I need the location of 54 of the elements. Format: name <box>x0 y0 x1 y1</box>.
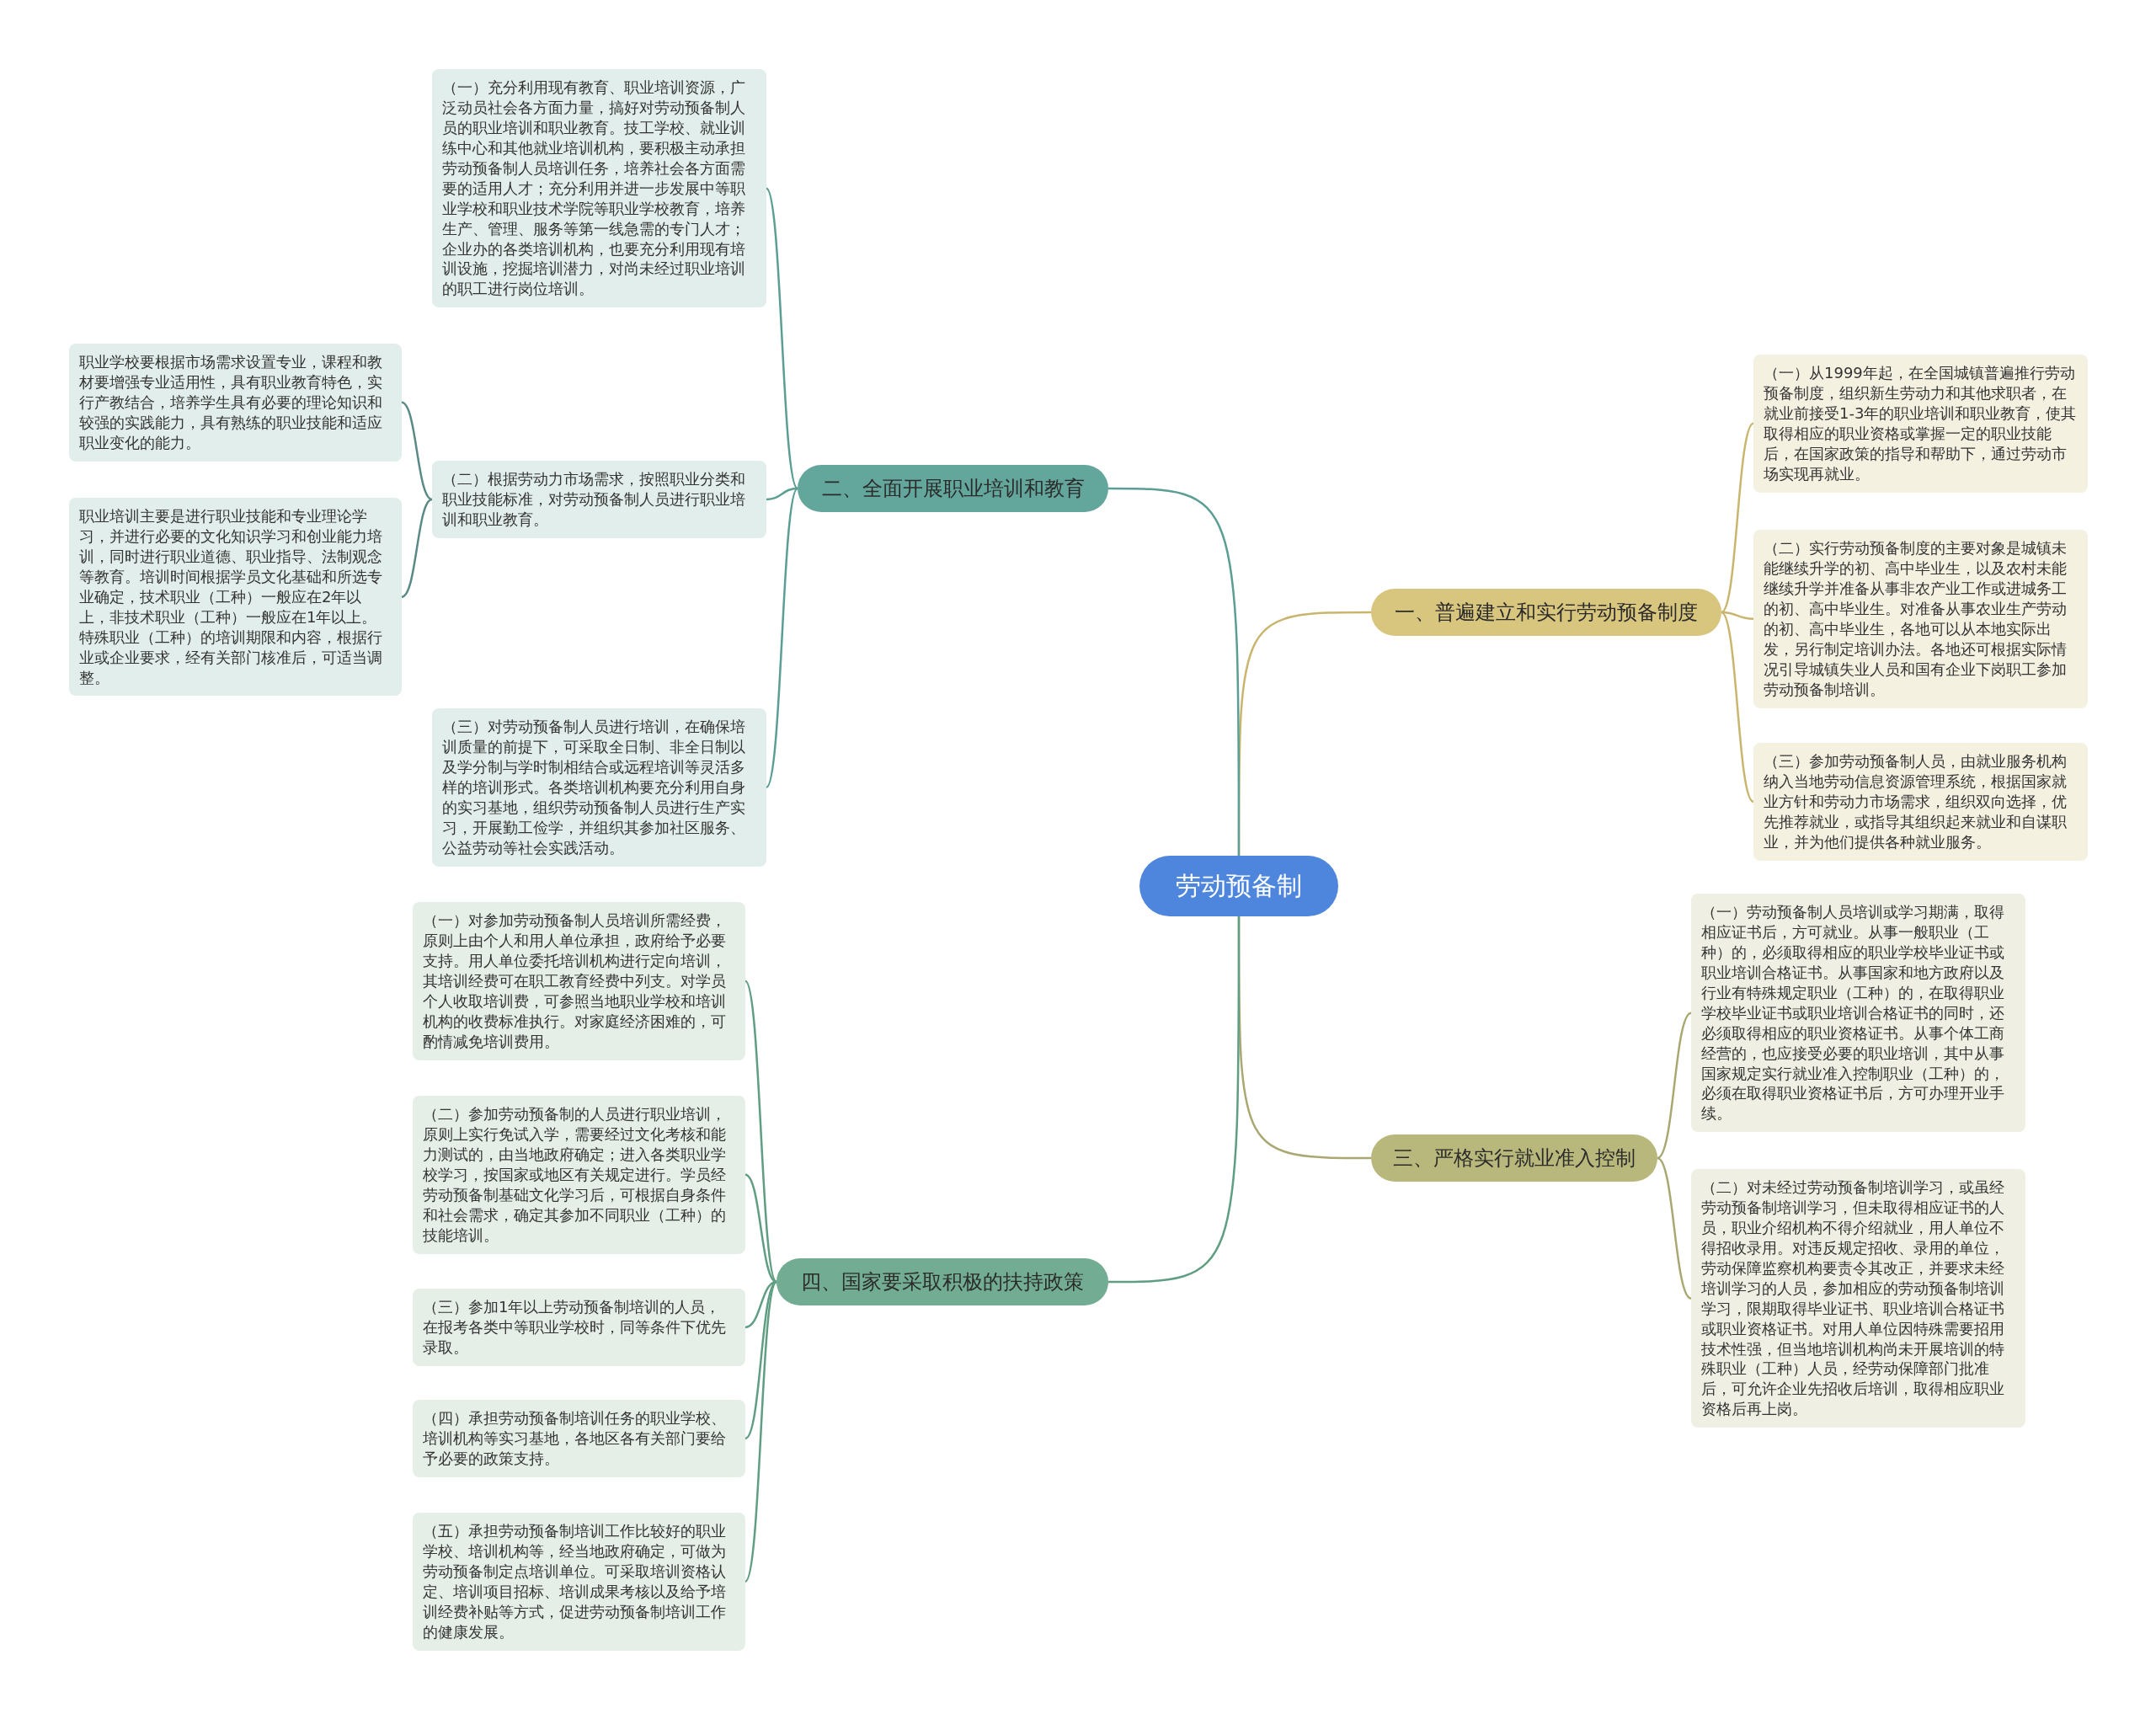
paragraph: （三）对劳动预备制人员进行培训，在确保培训质量的前提下，可采取全日制、非全日制以及学分制与学时制相结合或远程培训等灵活多样的培训形式。各类培训机构要充分利用自身的实习基地，组织劳动预备制人员进行生产实习，开展勤工俭学，并组织其参加社区服务、公益劳动等社会实践活动。 <box>442 717 746 858</box>
paragraph: 职业学校要根据市场需求设置专业，课程和教材要增强专业适用性，具有职业教育特色，实行产教结合，培养学生具有必要的理论知识和较强的实践能力，具有熟练的职业技能和适应职业变化的能力。 <box>79 352 383 453</box>
text-card <box>413 1400 745 1477</box>
text-card <box>413 1513 745 1651</box>
topic-label: 三、严格实行就业准入控制 <box>1393 1145 1636 1172</box>
connector-line <box>1108 487 1241 856</box>
topic-label: 劳动预备制 <box>1176 869 1302 902</box>
connector-line <box>744 980 778 1283</box>
paragraph: （一）充分利用现有教育、职业培训资源，广泛动员社会各方面力量，搞好对劳动预备制人员的职业培训和职业教育。技工学校、就业训练中心和其他就业培训机构，要积极主动承担劳动预备制人员培训任务，培养社会各方面需要的适用人才；充分利用并进一步发展中等职业学校和职业技术学院等职业学校教育，培养生产、管理、服务等第一线急需的专门人才；企业办的各类培训机构，也要充分利用现有培训设施，挖掘培训潜力，对尚未经过职业培训的职工进行岗位培训。 <box>442 77 746 300</box>
paragraph: （三）参加1年以上劳动预备制培训的人员，在报考各类中等职业学校时，同等条件下优先录取。 <box>423 1297 727 1358</box>
paragraph: （二）参加劳动预备制的人员进行职业培训，原则上实行免试入学，需要经过文化考核和能力测试的，由当地政府确定；进入各类职业学校学习，按国家或地区有关规定进行。学员经劳动预备制基础文化学习后，可根据自身条件和社会需求，确定其参加不同职业（工种）的技能培训。 <box>423 1104 727 1246</box>
paragraph: （五）承担劳动预备制培训工作比较好的职业学校、培训机构等，经当地政府确定，可做为劳动预备制定点培训单位。可采取培训资格认定、培训项目招标、培训成果考核以及给予培训经费补贴等方式，促进劳动预备制培训工作的健康发展。 <box>423 1521 727 1642</box>
paragraph: （二）对未经过劳动预备制培训学习，或虽经劳动预备制培训学习，但未取得相应证书的人员，职业介绍机构不得介绍就业，用人单位不得招收录用。对违反规定招收、录用的单位，劳动保障监察机构要责令其改正，并要求未经培训学习的人员，参加相应的劳动预备制培训学习，限期取得毕业证书、职业培训合格证书或职业资格证书。对用人单位因特殊需要招用技术性强，但当地培训机构尚未开展培训的特殊职业（工种）人员，经劳动保障部门批准后，可允许企业先招收后培训，取得相应职业资格后再上岗。 <box>1701 1177 2005 1420</box>
connector-line <box>401 498 433 598</box>
connector-line <box>744 1281 778 1583</box>
text-card <box>413 902 745 1060</box>
paragraph: （四）承担劳动预备制培训任务的职业学校、培训机构等实习基地，各地区各有关部门要给予必要的政策支持。 <box>423 1408 727 1469</box>
paragraph: （一）劳动预备制人员培训或学习期满，取得相应证书后，方可就业。从事一般职业（工种）的，必须取得相应的职业学校毕业证书或职业培训合格证书。从事国家和地方政府以及行业有特殊规定职业（工种）的，在取得职业学校毕业证书或职业培训合格证书的同时，还必须取得相应的职业资格证书。从事个体工商经营的，也应接受必要的职业培训，其中从事国家规定实行就业准入控制职业（工种）的，必须在取得职业资格证书后，方可办理开业手续。 <box>1701 902 2005 1124</box>
topic-label: 二、全面开展职业培训和教育 <box>821 476 1085 502</box>
connector-line <box>1721 422 1754 613</box>
text-card <box>413 1096 745 1254</box>
connector-line <box>401 401 433 500</box>
branch-topic <box>1371 1134 1657 1182</box>
topic-label: 一、普遍建立和实行劳动预备制度 <box>1395 600 1698 626</box>
connector-line <box>1721 611 1754 620</box>
text-card <box>69 498 402 697</box>
paragraph: 职业培训主要是进行职业技能和专业理论学习，并进行必要的文化知识学习和创业能力培训，同时进行职业道德、职业指导、法制观念等教育。培训时间根据学员文化基础和所选专业确定，技术职业（工种）一般应在2年以上，非技术职业（工种）一般应在1年以上。特殊职业（工种）的培训期限和内容，根据行业或企业要求，经有关部门核准后，可适当调整。 <box>79 506 383 688</box>
text-card <box>432 69 766 308</box>
connector-line <box>1657 1012 1692 1159</box>
paragraph: （三）参加劳动预备制人员，由就业服务机构纳入当地劳动信息资源管理系统，根据国家就业方针和劳动力市场需求，组织双向选择，优先推荐就业，或指导其组织起来就业和自谋职业，并为他们提供各种就业服务。 <box>1764 751 2068 852</box>
topic-label: 四、国家要采取积极的扶持政策 <box>801 1269 1084 1295</box>
text-card <box>413 1289 745 1366</box>
text-card <box>1753 355 2088 493</box>
connector-line <box>1108 916 1241 1284</box>
connector-line <box>765 488 799 788</box>
text-card <box>1753 530 2088 708</box>
connector-line <box>765 188 799 489</box>
connector-line <box>766 487 798 501</box>
paragraph: （一）对参加劳动预备制人员培训所需经费，原则上由个人和用人单位承担，政府给予必要支持。用人单位委托培训机构进行定向培训，其培训经费可在职工教育经费中列支。对学员个人收取培训费，可参照当地职业学校和培训机构的收费标准执行。对家庭经济困难的，可酌情减免培训费用。 <box>423 910 727 1052</box>
text-card <box>432 708 766 867</box>
branch-topic <box>798 465 1108 512</box>
text-card <box>1753 743 2088 861</box>
connector-line <box>1721 611 1754 803</box>
connector-line <box>1657 1157 1692 1300</box>
paragraph: （二）实行劳动预备制度的主要对象是城镇未能继续升学的初、高中毕业生，以及农村未能继续升学并准备从事非农产业工作或进城务工的初、高中毕业生。对准备从事农业生产劳动的初、高中毕业生，各地可以从本地实际出发，另行制定培训办法。各地还可根据实际情况引导城镇失业人员和国有企业下岗职工参加劳动预备制培训。 <box>1764 538 2068 700</box>
text-card <box>432 461 766 538</box>
branch-topic <box>1371 589 1721 636</box>
text-card <box>1691 894 2025 1133</box>
branch-topic <box>776 1258 1108 1305</box>
text-card <box>69 344 402 462</box>
paragraph: （一）从1999年起，在全国城镇普遍推行劳动预备制度，组织新生劳动力和其他求职者，在就业前接受1-3年的职业培训和职业教育，使其取得相应的职业资格或掌握一定的职业技能后，在国家政策的指导和帮助下，通过劳动市场实现再就业。 <box>1764 363 2078 484</box>
paragraph: （二）根据劳动力市场需求，按照职业分类和职业技能标准，对劳动预备制人员进行职业培训和职业教育。 <box>442 469 746 530</box>
connector-line <box>744 1173 777 1284</box>
connector-line <box>744 1281 777 1439</box>
